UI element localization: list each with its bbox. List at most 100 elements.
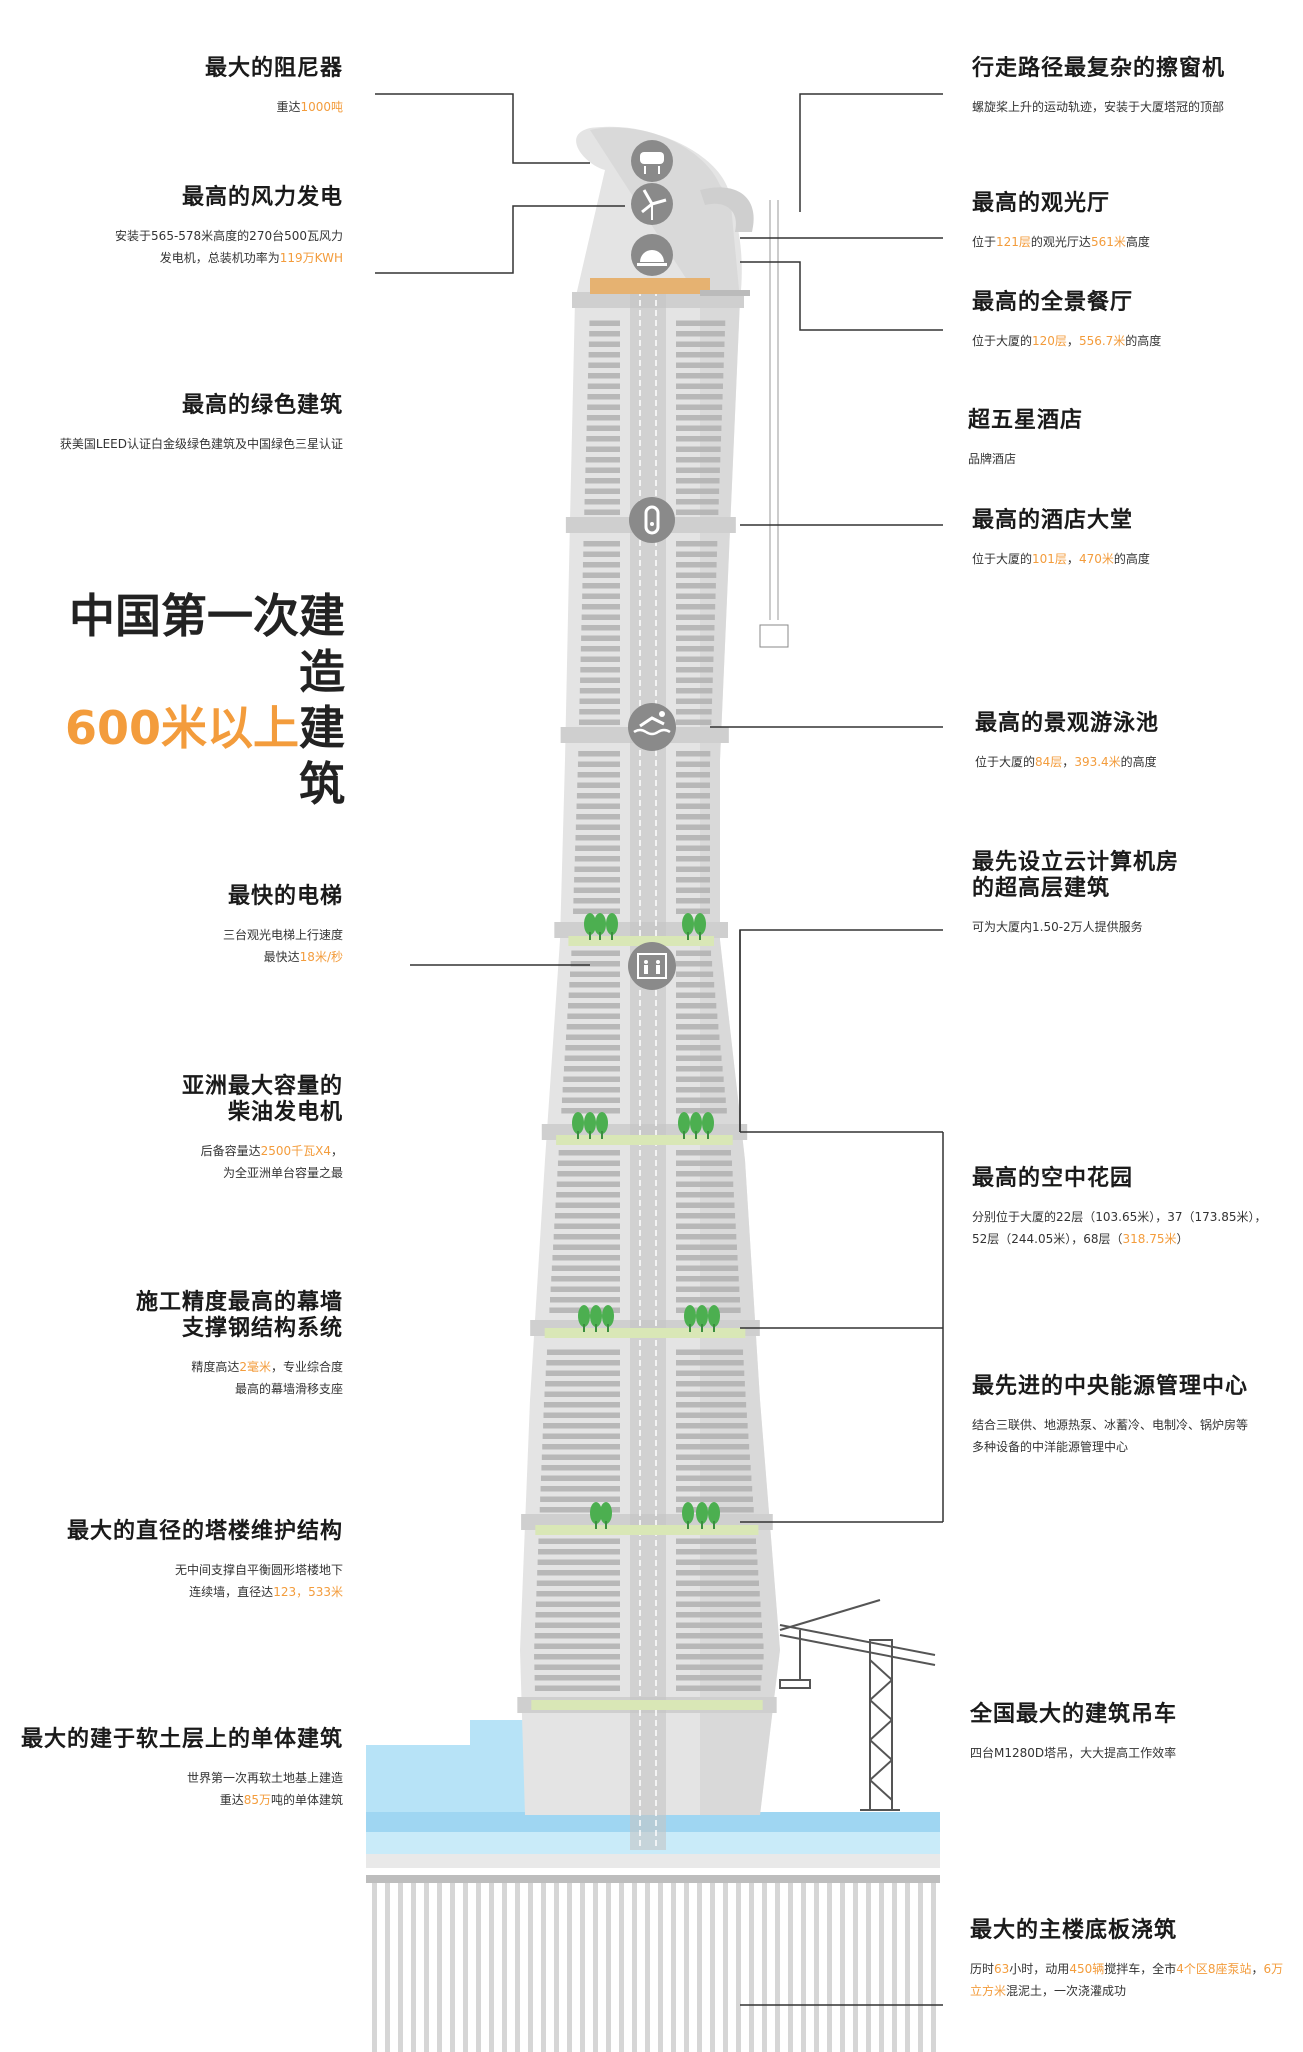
desc-text: ，专业综合度 <box>270 1360 343 1374</box>
pile <box>502 1883 507 2052</box>
floor-band <box>676 751 711 757</box>
desc-highlight: 101层 <box>1032 552 1067 566</box>
annotation-title: 最高的全景餐厅 <box>972 290 1134 315</box>
floor-band <box>676 824 710 830</box>
tree <box>594 913 606 935</box>
tree-trunk <box>595 1324 597 1332</box>
pile <box>788 1883 793 2052</box>
pile <box>814 1883 819 2052</box>
tree <box>682 1502 694 1524</box>
floor-band <box>581 604 620 610</box>
desc-highlight: 63 <box>994 1962 1010 1976</box>
annotation-title: 施工精度最高的幕墙 <box>135 1290 343 1315</box>
floor-band <box>676 698 713 704</box>
floor-band <box>676 1580 759 1586</box>
floor-band <box>588 341 620 347</box>
floor-band <box>676 1013 718 1019</box>
floor-band <box>676 415 722 421</box>
pile <box>749 1883 754 2052</box>
desc-highlight: 393.4米 <box>1074 755 1121 769</box>
pile <box>515 1883 520 2052</box>
floor-band <box>557 1171 620 1177</box>
pile <box>411 1883 416 2052</box>
floor-band <box>586 425 620 431</box>
annotation-desc: 位于大厦的120层，556.7米的高度 <box>972 330 1292 352</box>
desc-text: ， <box>330 1144 343 1158</box>
floor-band <box>676 782 710 788</box>
floor-band <box>534 1643 620 1649</box>
desc-line: 世界第一次再软土地基上建造 <box>186 1771 343 1785</box>
floor-band <box>676 845 710 851</box>
floor-band <box>582 562 620 568</box>
desc-text: ， <box>1251 1962 1264 1976</box>
foundation-piles <box>372 1883 936 2052</box>
desc-highlight: 84层 <box>1035 755 1063 769</box>
pile <box>554 1883 559 2052</box>
floor-band <box>545 1370 620 1376</box>
floor-band <box>676 362 724 368</box>
floor-band <box>564 1055 620 1061</box>
floor-band <box>541 1454 620 1460</box>
desc-text: 52层（244.05米），68层（ <box>972 1232 1123 1246</box>
tree <box>572 1112 584 1134</box>
pile <box>385 1883 390 2052</box>
desc-text: 位于大厦的 <box>972 552 1033 566</box>
floor-band <box>676 509 719 515</box>
desc-line: 结合三联供、地源热泵、冰蓄冷、电制冷、锅炉房等 <box>972 1418 1249 1432</box>
desc-line: 三台观光电梯上行速度 <box>222 928 343 942</box>
floor-band <box>676 1276 739 1282</box>
desc-line: 最高的幕墙滑移支座 <box>234 1382 343 1396</box>
floor-band <box>537 1559 620 1565</box>
floor-band <box>567 1003 620 1009</box>
tree-trunk <box>689 1324 691 1332</box>
floor-band <box>573 898 620 904</box>
floor-band <box>676 1622 763 1628</box>
floor-band <box>676 1433 749 1439</box>
floor-band <box>584 499 620 505</box>
pile <box>671 1883 676 2052</box>
floor-band <box>542 1444 620 1450</box>
floor-band <box>569 971 620 977</box>
floor-band <box>676 1255 738 1261</box>
desc-text: 精度高达 <box>191 1360 240 1374</box>
floor-band <box>676 1675 762 1681</box>
floor-band <box>576 814 620 820</box>
desc-text: 重达 <box>219 1793 244 1807</box>
floor-band <box>583 541 620 547</box>
tree <box>600 1502 612 1524</box>
floor-band <box>554 1223 620 1229</box>
floor-band <box>538 1549 620 1555</box>
desc-text: 吨的单体建筑 <box>270 1793 343 1807</box>
floor-band <box>676 1465 751 1471</box>
annotation-window-cleaner: 行走路径最复杂的擦窗机 螺旋桨上升的运动轨迹，安装于大厦塔冠的顶部 <box>972 56 1292 118</box>
annotation-title: 最大的建于软土层上的单体建筑 <box>20 1727 343 1752</box>
floor-band <box>676 1223 736 1229</box>
floor-band <box>676 404 723 410</box>
floor-band <box>676 1244 737 1250</box>
floor-band <box>676 1066 723 1072</box>
floor-band <box>676 1685 761 1691</box>
tree-trunk <box>599 932 601 940</box>
annotation-elevator: 最快的电梯 三台观光电梯上行速度最快达18米/秒 <box>13 884 343 968</box>
tree <box>584 913 596 935</box>
desc-text: ， <box>1066 334 1079 348</box>
floor-band <box>541 1465 620 1471</box>
tree-trunk <box>713 1324 715 1332</box>
tree <box>590 1305 602 1327</box>
floor-band <box>571 950 620 956</box>
pile <box>684 1883 689 2052</box>
tree <box>708 1305 720 1327</box>
foundation <box>366 1720 940 2052</box>
floor-band <box>676 1486 753 1492</box>
floor-band <box>676 478 720 484</box>
pile <box>541 1883 546 2052</box>
tree <box>602 1305 614 1327</box>
floor-band <box>540 1496 620 1502</box>
annotation-title: 最高的空中花园 <box>972 1166 1134 1191</box>
floor-band <box>676 1664 763 1670</box>
floor-band <box>676 488 720 494</box>
floor-band <box>580 656 620 662</box>
floor-band <box>581 614 620 620</box>
tree <box>596 1112 608 1134</box>
floor-band <box>676 457 721 463</box>
